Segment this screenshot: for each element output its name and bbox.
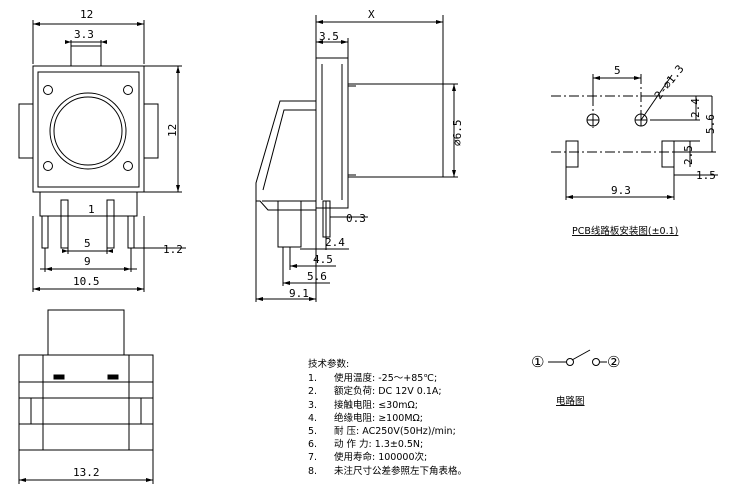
dim-bottom-width: 13.2: [73, 466, 100, 479]
bottom-marker: [107, 374, 119, 380]
bottom-marker: [53, 374, 65, 380]
dim-front-pin-span: 9: [84, 255, 91, 268]
spec-item: 5. 耐 压: AC250V(50Hz)/min;: [308, 425, 538, 438]
side-base: [315, 57, 349, 209]
front-button-outer: [49, 92, 127, 170]
pcb-slot: [565, 140, 579, 168]
spec-num: 8.: [308, 465, 318, 477]
dim-front-body-width: 10.5: [73, 275, 100, 288]
dim-pcb-5-6: 5.6: [704, 114, 717, 134]
front-corner-hole: [43, 161, 53, 171]
bottom-body: [18, 354, 154, 451]
dim-side-diameter: ⌀6.5: [451, 120, 464, 147]
dim-pcb-2-5: 2.5: [682, 145, 695, 165]
spec-item: 3. 接触电阻: ≤30mΩ;: [308, 399, 538, 412]
spec-text: 使用寿命: 100000次;: [334, 452, 428, 464]
arrowheads: [19, 20, 674, 482]
spec-title: 技术参数:: [308, 359, 350, 370]
spec-item: 1. 使用温度: -25～+85℃;: [308, 372, 538, 385]
front-corner-hole: [123, 161, 133, 171]
circuit-terminal-2: ②: [607, 353, 620, 371]
circuit-caption: 电路图: [556, 395, 585, 407]
front-pin: [41, 215, 49, 249]
circuit-diagram: [548, 349, 607, 366]
spec-text: 额定负荷: DC 12V 0.1A;: [334, 386, 442, 398]
dim-pcb-1-5: 1.5: [696, 169, 716, 182]
spec-text: 耐 压: AC250V(50Hz)/min;: [334, 426, 456, 438]
spec-text: 使用温度: -25～+85℃;: [334, 373, 438, 385]
spec-item: 7. 使用寿命: 100000次;: [308, 451, 538, 464]
dim-front-pin-pitch: 5: [84, 237, 91, 250]
front-right-tab: [143, 103, 159, 159]
spec-item: 8. 未注尺寸公差参照左下角表格。: [308, 465, 538, 478]
dim-pcb-2-4: 2.4: [689, 98, 702, 118]
spec-num: 1.: [308, 373, 318, 385]
circuit-terminal-1: ①: [531, 353, 544, 371]
front-body-inner: [37, 71, 140, 188]
dim-side-9-1: 9.1: [289, 287, 309, 300]
front-button-inner: [53, 96, 123, 166]
dim-pcb-5: 5: [614, 64, 621, 77]
spec-text: 接触电阻: ≤30mΩ;: [334, 399, 418, 411]
front-corner-hole: [43, 85, 53, 95]
dim-side-button-offset: 3.5: [319, 30, 339, 43]
spec-num: 3.: [308, 399, 318, 411]
spec-num: 7.: [308, 452, 318, 464]
dim-side-2-4: 2.4: [325, 236, 345, 249]
spec-item: 2. 额定负荷: DC 12V 0.1A;: [308, 385, 538, 398]
spec-text: 动 作 力: 1.3±0.5N;: [334, 439, 424, 451]
pcb-layout: [551, 74, 718, 200]
dim-side-pin-thickness: 0.3: [346, 212, 366, 225]
dim-front-width: 12: [80, 8, 93, 21]
bottom-view: [18, 309, 154, 484]
front-button-stem: [70, 45, 102, 67]
front-pin: [106, 199, 115, 249]
spec-item: 4. 绝缘电阻: ≥100MΩ;: [308, 412, 538, 425]
front-pin: [127, 215, 135, 249]
spec-item: 6. 动 作 力: 1.3±0.5N;: [308, 438, 538, 451]
bottom-stem: [47, 309, 125, 356]
spec-list: 技术参数: 1. 使用温度: -25～+85℃; 2. 额定负荷: DC 12V 0…: [308, 358, 538, 478]
side-view: [255, 15, 458, 302]
dim-front-height: 12: [166, 124, 179, 137]
dim-front-pin-offset: 1.2: [163, 243, 183, 256]
spec-text: 未注尺寸公差参照左下角表格。: [334, 465, 468, 477]
side-actuator: [347, 83, 444, 178]
pcb-slot: [661, 140, 675, 168]
dim-side-5-6: 5.6: [307, 270, 327, 283]
front-corner-hole: [123, 85, 133, 95]
dim-pcb-9-3: 9.3: [611, 184, 631, 197]
spec-num: 4.: [308, 412, 318, 424]
spec-num: 5.: [308, 426, 318, 438]
side-frame: [255, 100, 317, 211]
spec-num: 6.: [308, 439, 318, 451]
front-view: [18, 20, 186, 292]
dim-side-4-5: 4.5: [313, 253, 333, 266]
pcb-caption: PCB线路板安装图(±0.1): [572, 225, 678, 237]
dim-front-pin-gap: 1: [88, 203, 95, 216]
front-pin: [60, 199, 69, 249]
front-left-tab: [18, 103, 34, 159]
spec-text: 绝缘电阻: ≥100MΩ;: [334, 412, 423, 424]
spec-num: 2.: [308, 386, 318, 398]
side-pin: [277, 200, 302, 248]
dim-side-x: X: [368, 8, 375, 21]
dim-front-button-width: 3.3: [74, 28, 94, 41]
